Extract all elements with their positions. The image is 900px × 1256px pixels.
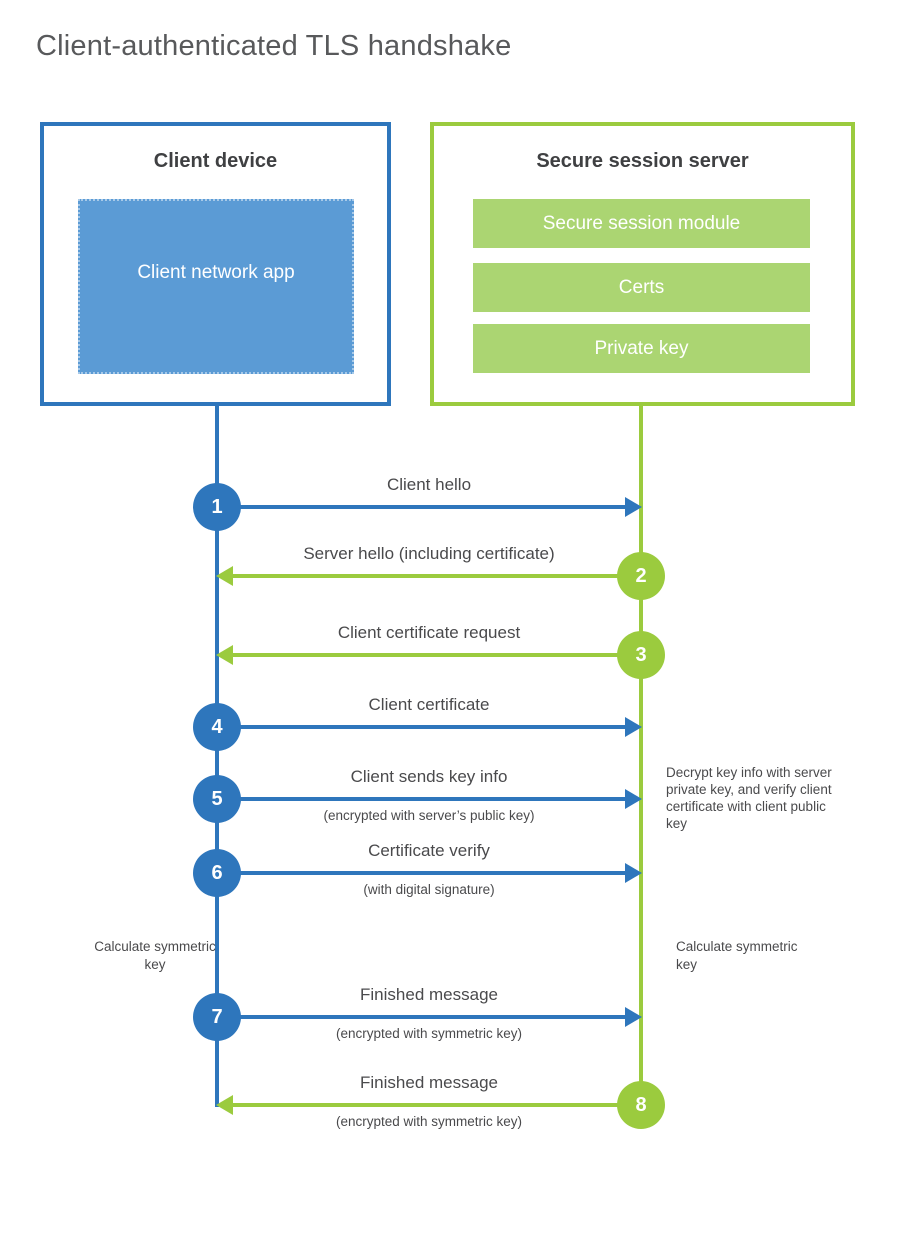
message-label: Client hello bbox=[386, 475, 472, 494]
server-module-bar: Secure session module bbox=[473, 199, 810, 248]
arrow-head-right-icon bbox=[625, 789, 642, 809]
page-title: Client-authenticated TLS handshake bbox=[36, 30, 512, 62]
arrow-shaft bbox=[217, 871, 626, 875]
server-lifeline bbox=[639, 406, 643, 1105]
step-badge-1: 1 bbox=[193, 483, 241, 531]
client-device-box: Client device Client network app bbox=[40, 122, 391, 406]
client-device-title: Client device bbox=[153, 150, 278, 172]
arrow-shaft bbox=[232, 574, 641, 578]
arrow-shaft bbox=[217, 505, 626, 509]
arrow-shaft bbox=[217, 797, 626, 801]
message-label: Client certificate request bbox=[337, 623, 521, 642]
secure-session-server-title: Secure session server bbox=[536, 150, 749, 172]
arrow-head-left-icon bbox=[216, 645, 233, 665]
client-lifeline bbox=[215, 406, 219, 1107]
server-decrypt-note: Decrypt key info with server private key… bbox=[666, 765, 832, 832]
step-badge-4: 4 bbox=[193, 703, 241, 751]
step-badge-5: 5 bbox=[193, 775, 241, 823]
arrow-head-left-icon bbox=[216, 566, 233, 586]
message-label: Client sends key info bbox=[350, 767, 508, 786]
arrow-head-left-icon bbox=[216, 1095, 233, 1115]
calculate-symmetric-key-note-client: Calculate symmetric key bbox=[94, 939, 216, 972]
message-sublabel: (encrypted with symmetric key) bbox=[335, 1114, 523, 1129]
message-sublabel: (encrypted with symmetric key) bbox=[335, 1026, 523, 1041]
step-badge-3: 3 bbox=[617, 631, 665, 679]
message-sublabel: (with digital signature) bbox=[363, 882, 495, 897]
message-sublabel: (encrypted with server’s public key) bbox=[323, 808, 535, 823]
secure-session-server-box: Secure session server Secure session mod… bbox=[430, 122, 855, 406]
step-badge-2: 2 bbox=[617, 552, 665, 600]
arrow-shaft bbox=[232, 653, 641, 657]
arrow-shaft bbox=[217, 1015, 626, 1019]
arrow-head-right-icon bbox=[625, 717, 642, 737]
client-network-app-box: Client network app bbox=[78, 199, 354, 374]
step-badge-6: 6 bbox=[193, 849, 241, 897]
step-badge-7: 7 bbox=[193, 993, 241, 1041]
server-module-bar: Certs bbox=[473, 263, 810, 312]
calculate-symmetric-key-note-server: Calculate symmetric key bbox=[676, 939, 798, 972]
message-label: Certificate verify bbox=[368, 841, 490, 860]
message-label: Server hello (including certificate) bbox=[303, 544, 555, 563]
arrow-shaft bbox=[217, 725, 626, 729]
arrow-head-right-icon bbox=[625, 1007, 642, 1027]
arrow-head-right-icon bbox=[625, 497, 642, 517]
message-label: Finished message bbox=[360, 985, 498, 1004]
step-badge-8: 8 bbox=[617, 1081, 665, 1129]
arrow-head-right-icon bbox=[625, 863, 642, 883]
client-network-app-label: Client network app bbox=[137, 261, 295, 283]
message-label: Client certificate bbox=[368, 695, 490, 714]
arrow-shaft bbox=[232, 1103, 641, 1107]
server-module-bar: Private key bbox=[473, 324, 810, 373]
message-label: Finished message bbox=[360, 1073, 498, 1092]
